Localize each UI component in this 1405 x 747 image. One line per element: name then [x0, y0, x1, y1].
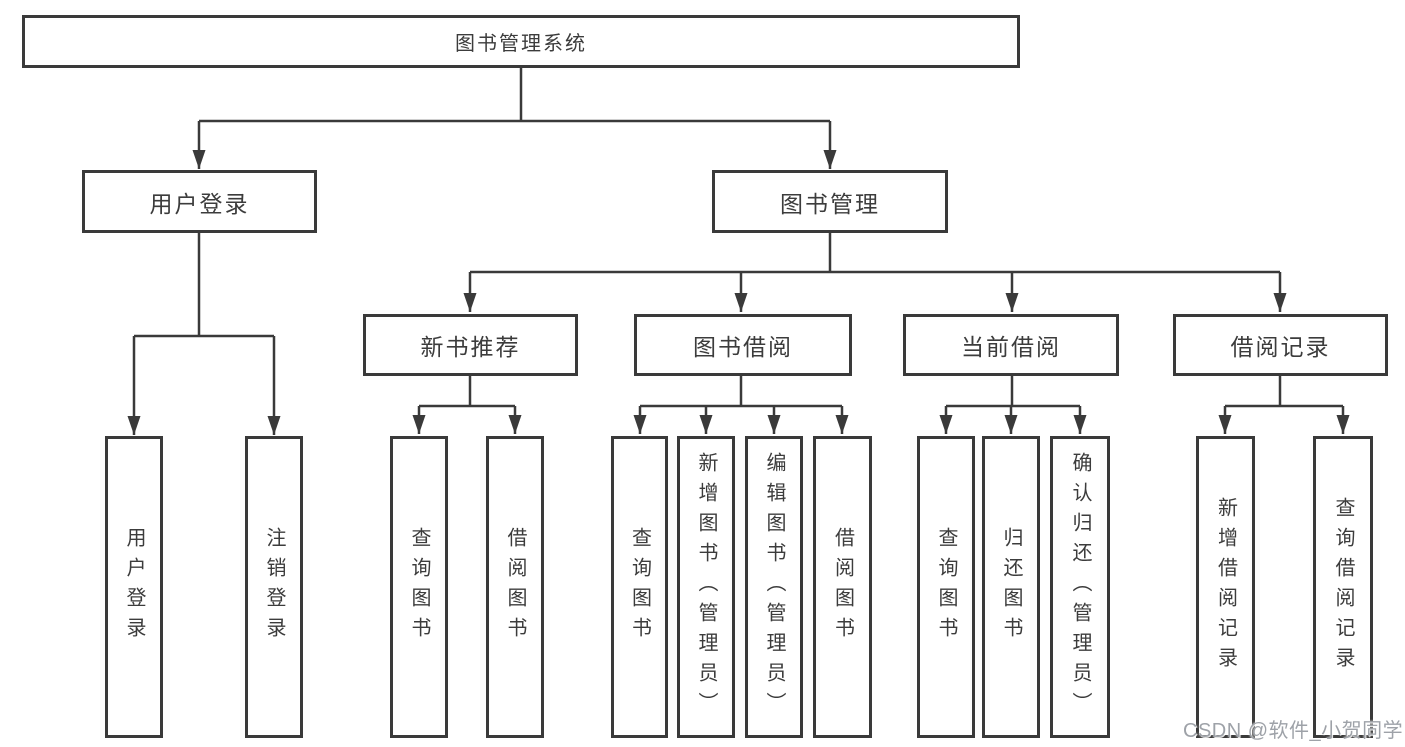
- leaf-logout-label: 注销登录: [263, 527, 285, 647]
- connector-borrow-records-children: [1218, 376, 1350, 434]
- leaf-add-borrow-record: 新增借阅记录: [1196, 436, 1255, 738]
- leaf-borrow-book-recommend-label: 借阅图书: [504, 527, 526, 647]
- leaf-user-login: 用户登录: [105, 436, 163, 738]
- node-root: 图书管理系统: [22, 15, 1020, 68]
- leaf-borrow-book-borrow-label: 借阅图书: [831, 527, 854, 647]
- connector-book-management-children: [463, 233, 1287, 312]
- leaf-confirm-return-admin: 确认归还（管理员）: [1050, 436, 1110, 738]
- node-borrow-records-label: 借阅记录: [1230, 334, 1331, 360]
- node-borrow-records: 借阅记录: [1173, 314, 1388, 376]
- node-book-management: 图书管理: [712, 170, 948, 233]
- node-book-management-label: 图书管理: [780, 190, 880, 217]
- node-book-borrow-label: 图书借阅: [693, 334, 793, 360]
- connector-user-login-children: [127, 233, 281, 435]
- node-book-borrow: 图书借阅: [634, 314, 852, 376]
- connector-current-borrow-children: [939, 376, 1087, 434]
- leaf-query-book-recommend-label: 查询图书: [408, 527, 430, 647]
- node-root-label: 图书管理系统: [455, 33, 587, 55]
- leaf-query-borrow-record-label: 查询借阅记录: [1332, 497, 1354, 677]
- node-current-borrow: 当前借阅: [903, 314, 1119, 376]
- node-user-login: 用户登录: [82, 170, 317, 233]
- node-new-book-recommend: 新书推荐: [363, 314, 578, 376]
- leaf-confirm-return-admin-label: 确认归还（管理员）: [1069, 452, 1091, 722]
- leaf-add-borrow-record-label: 新增借阅记录: [1214, 497, 1237, 677]
- node-new-book-recommend-label: 新书推荐: [420, 334, 521, 360]
- leaf-edit-book-admin-label: 编辑图书（管理员）: [763, 452, 785, 722]
- node-user-login-label: 用户登录: [149, 190, 250, 217]
- connector-book-borrow-children: [633, 376, 849, 434]
- leaf-edit-book-admin: 编辑图书（管理员）: [745, 436, 803, 738]
- leaf-return-book: 归还图书: [982, 436, 1040, 738]
- leaf-query-book-current: 查询图书: [917, 436, 975, 738]
- node-current-borrow-label: 当前借阅: [961, 334, 1061, 360]
- leaf-borrow-book-recommend: 借阅图书: [486, 436, 544, 738]
- leaf-query-book-borrow: 查询图书: [611, 436, 668, 738]
- leaf-logout: 注销登录: [245, 436, 303, 738]
- leaf-query-book-borrow-label: 查询图书: [628, 527, 651, 647]
- leaf-return-book-label: 归还图书: [1000, 527, 1022, 647]
- leaf-add-book-admin: 新增图书（管理员）: [677, 436, 735, 738]
- leaf-add-book-admin-label: 新增图书（管理员）: [695, 452, 717, 722]
- csdn-watermark: CSDN @软件_小贺同学: [1183, 720, 1404, 742]
- connector-new-book-recommend-children: [412, 376, 522, 434]
- leaf-user-login-label: 用户登录: [123, 527, 145, 647]
- leaf-query-borrow-record: 查询借阅记录: [1313, 436, 1373, 738]
- leaf-query-book-current-label: 查询图书: [935, 527, 957, 647]
- leaf-query-book-recommend: 查询图书: [390, 436, 448, 738]
- connector-root-to-level2: [192, 68, 837, 169]
- leaf-borrow-book-borrow: 借阅图书: [813, 436, 872, 738]
